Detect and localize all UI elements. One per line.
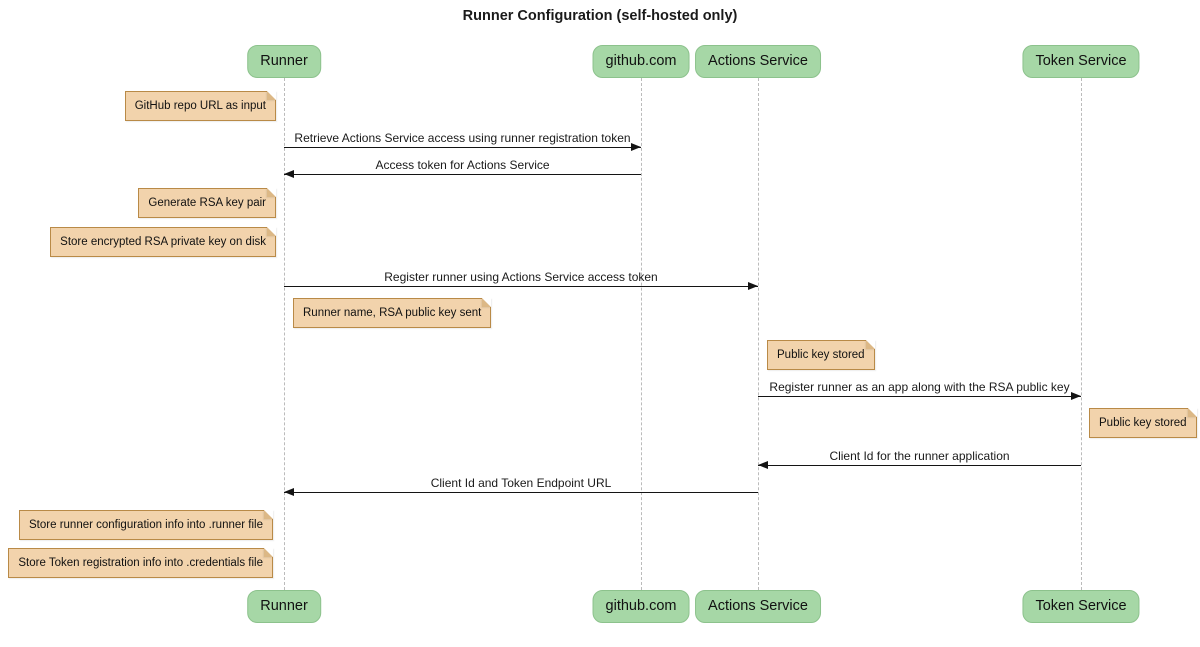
participant-github-top: github.com xyxy=(592,45,690,78)
message-line xyxy=(758,392,1081,400)
participant-runner-bottom: Runner xyxy=(247,590,321,623)
message-label: Retrieve Actions Service access using ru… xyxy=(294,131,631,145)
message-label: Register runner as an app along with the… xyxy=(769,380,1070,394)
message-label: Access token for Actions Service xyxy=(375,158,550,172)
diagram-title: Runner Configuration (self-hosted only) xyxy=(462,8,738,24)
message-line xyxy=(284,488,758,496)
lifeline-runner xyxy=(284,78,285,590)
participant-actions-service-top: Actions Service xyxy=(695,45,821,78)
lifeline-github xyxy=(641,78,642,590)
lifeline-token-service xyxy=(1081,78,1082,590)
arrowhead-right-icon xyxy=(1071,392,1081,400)
message-label: Client Id for the runner application xyxy=(829,449,1010,463)
note-github-repo-url: GitHub repo URL as input xyxy=(124,91,277,121)
message-client-id-endpoint: Client Id and Token Endpoint URL xyxy=(284,476,758,496)
participant-actions-service-bottom: Actions Service xyxy=(695,590,821,623)
arrowhead-left-icon xyxy=(758,461,768,469)
note-store-private-key: Store encrypted RSA private key on disk xyxy=(50,227,276,257)
lifeline-actions-service xyxy=(758,78,759,590)
message-line xyxy=(284,170,641,178)
note-public-key-stored-token: Public key stored xyxy=(1089,408,1197,438)
note-store-credentials-file: Store Token registration info into .cred… xyxy=(8,548,273,578)
message-register-app: Register runner as an app along with the… xyxy=(758,380,1081,400)
arrowhead-right-icon xyxy=(631,143,641,151)
note-public-key-stored-actions: Public key stored xyxy=(767,340,875,370)
arrowhead-right-icon xyxy=(748,282,758,290)
note-generate-rsa-key-pair: Generate RSA key pair xyxy=(138,188,276,218)
message-register-runner: Register runner using Actions Service ac… xyxy=(284,270,758,290)
note-runner-name-sent: Runner name, RSA public key sent xyxy=(293,298,492,328)
participant-github-bottom: github.com xyxy=(592,590,690,623)
message-access-token: Access token for Actions Service xyxy=(284,158,641,178)
participant-token-service-top: Token Service xyxy=(1022,45,1140,78)
participant-token-service-bottom: Token Service xyxy=(1022,590,1140,623)
message-line xyxy=(284,143,641,151)
message-line xyxy=(758,461,1081,469)
participant-runner-top: Runner xyxy=(247,45,321,78)
message-label: Register runner using Actions Service ac… xyxy=(384,270,658,284)
message-label: Client Id and Token Endpoint URL xyxy=(430,476,612,490)
message-retrieve-actions-access: Retrieve Actions Service access using ru… xyxy=(284,131,641,151)
note-store-runner-file: Store runner configuration info into .ru… xyxy=(19,510,273,540)
arrowhead-left-icon xyxy=(284,170,294,178)
arrowhead-left-icon xyxy=(284,488,294,496)
message-line xyxy=(284,282,758,290)
message-client-id: Client Id for the runner application xyxy=(758,449,1081,469)
